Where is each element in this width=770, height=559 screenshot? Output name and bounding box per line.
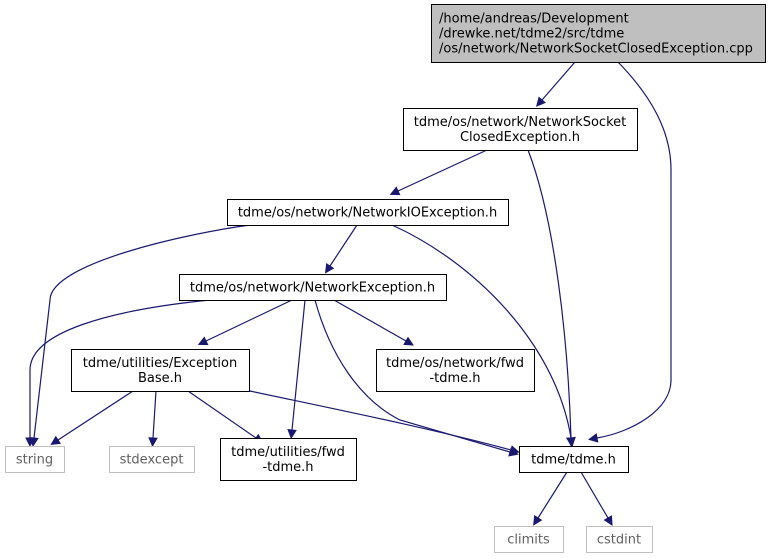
dependency-edges	[25, 61, 672, 526]
edge-ne-nfwd	[333, 299, 414, 346]
network-exception-h-node[interactable]: tdme/os/network/NetworkException.h	[179, 274, 447, 301]
climits-node-box	[494, 526, 564, 553]
utilities-fwd-tdme-h-node-box	[220, 438, 357, 481]
tdme-h-node[interactable]: tdme/tdme.h	[519, 446, 629, 473]
arrowhead-root-nsce	[536, 96, 546, 107]
root-file-node-label-line: /drewke.net/tdme2/src/tdme	[439, 27, 624, 42]
cstdint-node-box	[586, 526, 653, 553]
exception-base-h-node-box	[71, 349, 250, 392]
dependency-nodes: /home/andreas/Development/drewke.net/tdm…	[5, 4, 766, 553]
stdexcept-node-label-line: stdexcept	[120, 453, 184, 468]
arrowhead-ne-eb	[197, 336, 209, 346]
arrowhead-eb-stdx	[148, 437, 158, 448]
network-fwd-tdme-h-node[interactable]: tdme/os/network/fwd-tdme.h	[376, 349, 535, 392]
tdme-h-node-label-line: tdme/tdme.h	[531, 453, 616, 468]
arrowhead-nioe-ne	[324, 262, 335, 274]
edge-eb-ufwd	[187, 390, 264, 444]
arrowhead-tdme-clim	[533, 515, 543, 526]
edge-ne-str	[25, 299, 211, 448]
arrowhead-eb-tdme	[509, 445, 520, 455]
edge-ne-eb	[197, 299, 293, 346]
edge-root-nsce	[536, 61, 576, 107]
arrowhead-nsce-nioe	[389, 186, 401, 196]
root-file-node-label-line: /os/network/NetworkSocketClosedException…	[439, 42, 753, 57]
climits-node-label-line: climits	[507, 533, 550, 548]
network-socket-closed-exception-h-node-label-line: tdme/os/network/NetworkSocket	[414, 115, 626, 130]
arrowhead-ne-str	[25, 437, 35, 448]
network-fwd-tdme-h-node-box	[376, 349, 535, 392]
edge-nsce-tdme	[527, 149, 576, 448]
arrowhead-ne-nfwd	[403, 336, 414, 346]
network-socket-closed-exception-h-node-label-line: ClosedException.h	[460, 130, 580, 145]
root-file-node: /home/andreas/Development/drewke.net/tdm…	[431, 4, 766, 63]
arrowhead-ne-ufwd	[287, 429, 297, 440]
arrowhead-eb-str	[50, 435, 62, 445]
edge-tdme-cint	[580, 471, 613, 526]
cstdint-node-label-line: cstdint	[597, 533, 641, 548]
cstdint-node[interactable]: cstdint	[586, 526, 653, 553]
string-node-box	[5, 446, 65, 473]
utilities-fwd-tdme-h-node[interactable]: tdme/utilities/fwd-tdme.h	[220, 438, 357, 481]
edge-eb-str	[50, 390, 134, 445]
edge-eb-stdx	[148, 390, 158, 448]
network-socket-closed-exception-h-node[interactable]: tdme/os/network/NetworkSocketClosedExcep…	[403, 108, 638, 151]
edge-nioe-tdme	[391, 224, 576, 447]
utilities-fwd-tdme-h-node-label-line: -tdme.h	[262, 460, 313, 475]
arrowhead-tdme-cint	[603, 515, 613, 526]
stdexcept-node-box	[109, 446, 195, 473]
network-socket-closed-exception-h-node-box	[403, 108, 638, 151]
network-exception-h-node-box	[179, 274, 447, 301]
network-io-exception-h-node[interactable]: tdme/os/network/NetworkIOException.h	[227, 199, 509, 226]
edge-nioe-ne	[324, 224, 358, 274]
network-fwd-tdme-h-node-label-line: tdme/os/network/fwd	[386, 356, 524, 371]
string-node-label-line: string	[16, 453, 53, 468]
tdme-h-node-box	[519, 446, 629, 473]
network-io-exception-h-node-box	[227, 199, 509, 226]
exception-base-h-node-label-line: Base.h	[138, 371, 182, 386]
edge-nsce-nioe	[389, 149, 488, 196]
network-fwd-tdme-h-node-label-line: -tdme.h	[429, 371, 480, 386]
root-file-node-box	[431, 4, 766, 63]
climits-node[interactable]: climits	[494, 526, 564, 553]
edge-ne-ufwd	[287, 299, 306, 440]
exception-base-h-node-label-line: tdme/utilities/Exception	[83, 356, 237, 371]
network-io-exception-h-node-label-line: tdme/os/network/NetworkIOException.h	[238, 206, 497, 221]
stdexcept-node[interactable]: stdexcept	[109, 446, 195, 473]
edge-tdme-clim	[533, 471, 568, 526]
utilities-fwd-tdme-h-node-label-line: tdme/utilities/fwd	[231, 445, 345, 460]
network-exception-h-node-label-line: tdme/os/network/NetworkException.h	[190, 281, 435, 296]
edge-eb-tdme	[249, 390, 520, 455]
arrowhead-nioe-tdme	[566, 436, 576, 447]
root-file-node-label-line: /home/andreas/Development	[439, 12, 629, 27]
arrowhead-root-tdme	[588, 433, 599, 443]
edge-root-tdme	[588, 61, 672, 443]
string-node[interactable]: string	[5, 446, 65, 473]
